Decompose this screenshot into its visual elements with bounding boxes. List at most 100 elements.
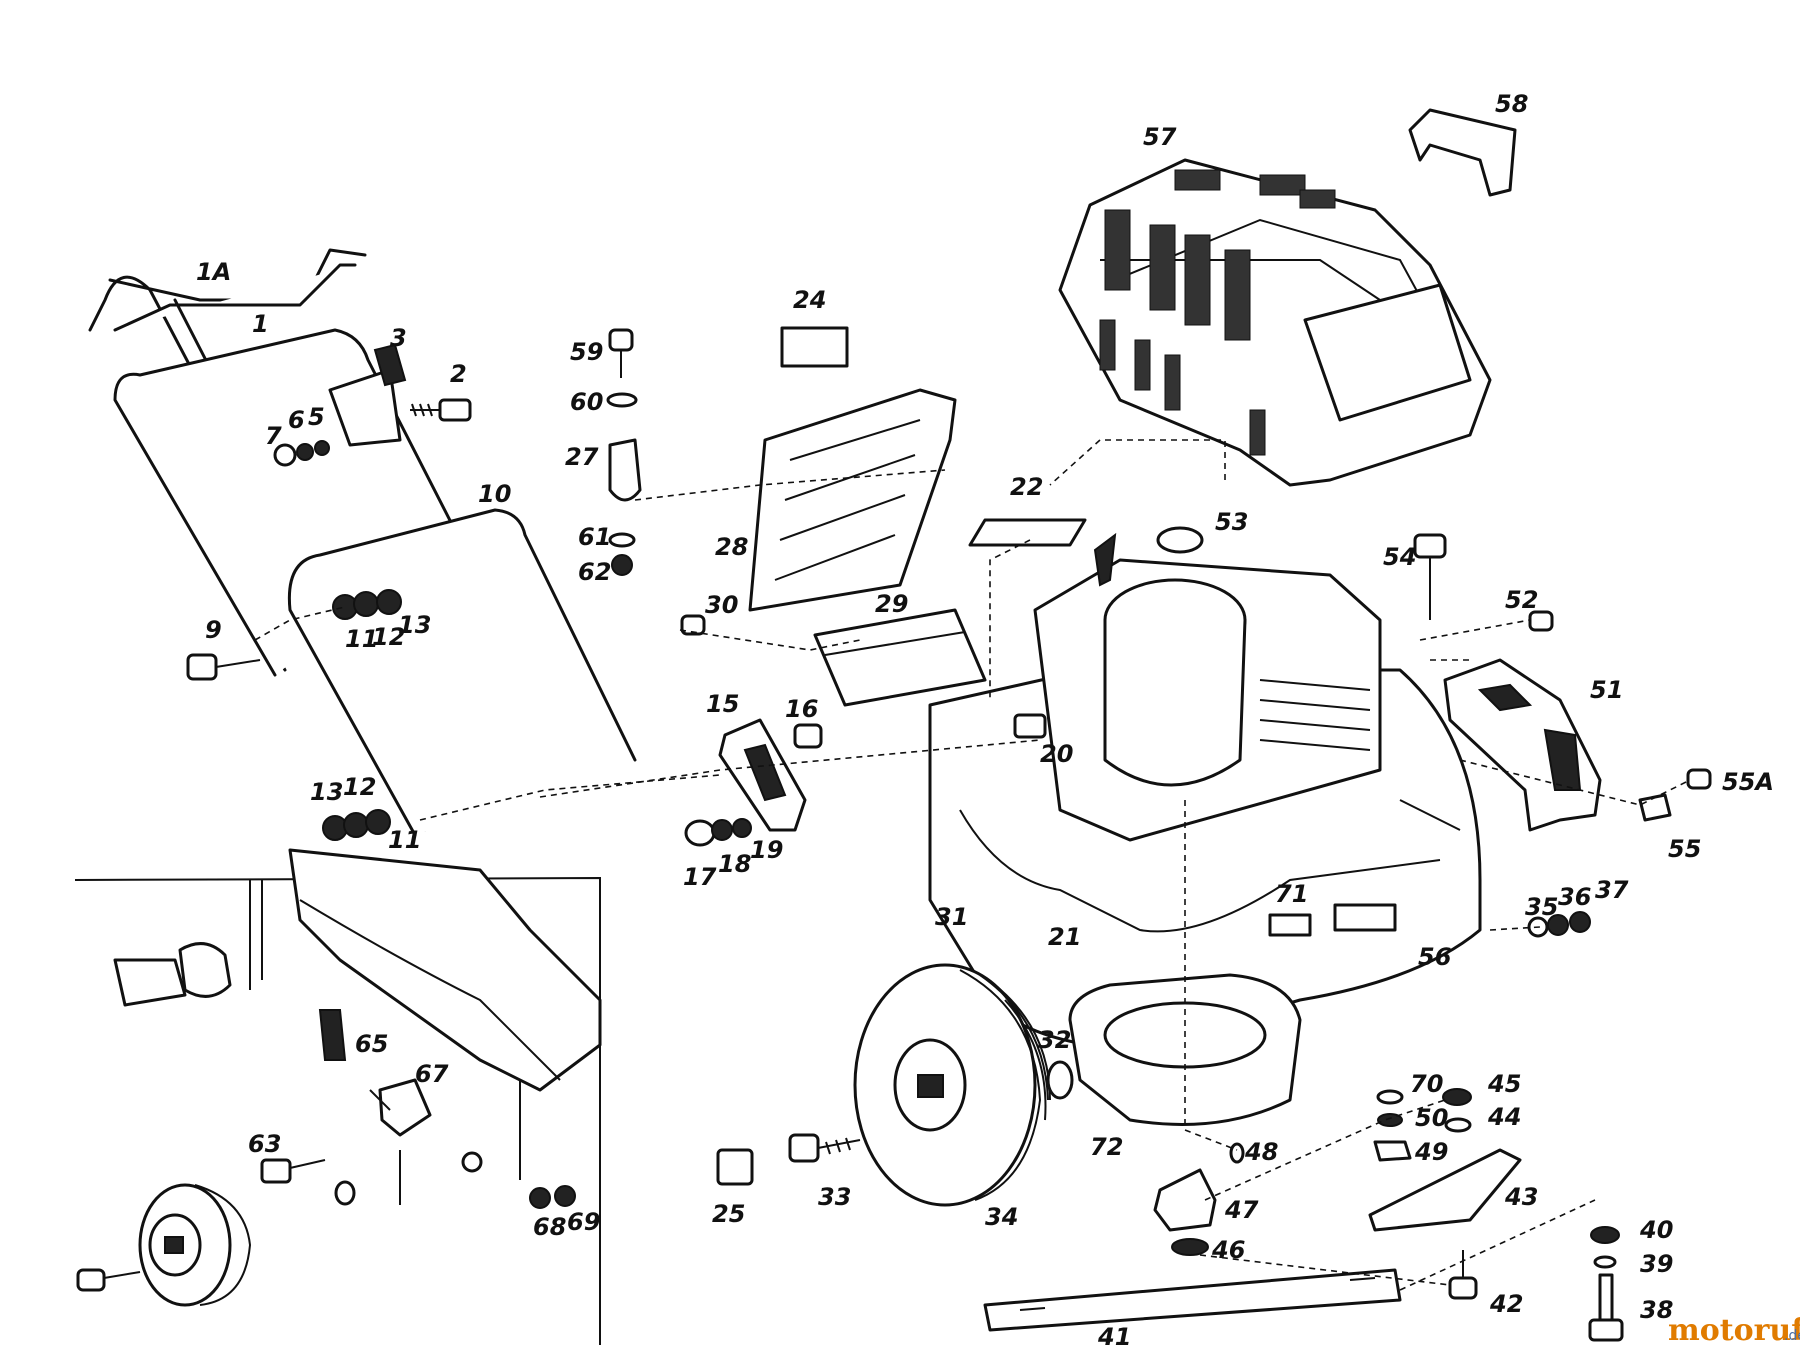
inset-detail-panel	[74, 848, 602, 1345]
callout-13-upper: 13	[398, 611, 431, 639]
washer-60	[606, 392, 638, 408]
callout-45: 45	[1487, 1070, 1521, 1098]
label-56	[1333, 903, 1397, 932]
leader-lines	[254, 439, 1691, 1291]
label-22	[968, 518, 1087, 547]
callout-55A: 55A	[1722, 768, 1774, 796]
callout-68: 68	[533, 1213, 566, 1241]
screw-42	[1448, 1250, 1478, 1300]
callout-20: 20	[1040, 740, 1073, 768]
spacer-32	[1046, 1060, 1074, 1100]
axle-bolt-33	[788, 1133, 861, 1163]
callout-60: 60	[570, 388, 603, 416]
callout-69: 69	[567, 1208, 600, 1236]
callout-21: 21	[1048, 923, 1081, 951]
screw-55A	[1686, 768, 1712, 790]
lower-handle-10	[287, 508, 637, 837]
parts-70-50-49	[1373, 1089, 1412, 1162]
callout-46: 46	[1211, 1236, 1245, 1264]
spring-27	[608, 438, 642, 502]
callout-40: 40	[1639, 1216, 1673, 1244]
callout-11-lower: 11	[388, 826, 421, 854]
callout-15: 15	[706, 690, 739, 718]
callout-54: 54	[1383, 543, 1416, 571]
bracket-55	[1638, 793, 1672, 822]
pin-48	[1229, 1142, 1245, 1164]
bolt-2	[410, 398, 472, 422]
bolt-54	[1413, 533, 1447, 620]
axle-bracket-51	[1443, 658, 1602, 832]
watermark: motoruf .de	[1668, 1313, 1800, 1345]
handle-bracket-15	[718, 718, 807, 832]
callout-30: 30	[705, 591, 738, 619]
callout-63: 63	[248, 1130, 281, 1158]
callout-12-upper: 12	[372, 623, 405, 651]
callout-2: 2	[450, 360, 467, 388]
callout-58: 58	[1495, 90, 1528, 118]
callout-5: 5	[308, 403, 325, 431]
washers-61-62	[608, 532, 636, 576]
knobs-11-12-13-upper	[332, 589, 402, 620]
label-24	[780, 326, 849, 368]
watermark-brand: motoruf	[1668, 1313, 1800, 1345]
washers-40-39	[1590, 1226, 1620, 1269]
bolt-9	[186, 653, 261, 681]
callout-59: 59	[570, 338, 603, 366]
callout-48: 48	[1244, 1138, 1278, 1166]
screw-30	[680, 614, 706, 636]
callout-53: 53	[1215, 508, 1248, 536]
callout-6: 6	[288, 406, 305, 434]
callout-3: 3	[390, 324, 407, 352]
parts-17-18-19	[684, 818, 752, 847]
callout-50: 50	[1415, 1104, 1448, 1132]
callout-65: 65	[355, 1030, 388, 1058]
screw-52	[1528, 610, 1554, 632]
callout-52: 52	[1505, 586, 1538, 614]
callout-1A: 1A	[196, 258, 231, 286]
callout-13-lower: 13	[310, 778, 343, 806]
grass-catcher-57	[1058, 158, 1492, 487]
callout-16: 16	[785, 695, 818, 723]
parts-45-44	[1442, 1088, 1472, 1133]
callout-42: 42	[1489, 1290, 1523, 1318]
callout-28: 28	[715, 533, 748, 561]
callout-24: 24	[793, 286, 826, 314]
callout-9: 9	[205, 616, 222, 644]
callout-39: 39	[1640, 1250, 1673, 1278]
callout-61: 61	[578, 523, 611, 551]
callout-62: 62	[578, 558, 611, 586]
callout-32: 32	[1038, 1026, 1071, 1054]
callout-37: 37	[1595, 876, 1629, 904]
label-71	[1268, 913, 1312, 937]
callout-22: 22	[1010, 473, 1043, 501]
callout-72: 72	[1090, 1133, 1123, 1161]
callout-44: 44	[1487, 1103, 1521, 1131]
callout-41: 41	[1097, 1323, 1131, 1345]
callout-36: 36	[1558, 883, 1591, 911]
flap-hinge-29	[813, 608, 987, 707]
callout-29: 29	[875, 590, 908, 618]
blade-adapter-47	[1153, 1168, 1217, 1232]
bolt-38	[1588, 1273, 1624, 1342]
callout-18: 18	[718, 850, 751, 878]
blade-41	[983, 1268, 1402, 1332]
callout-38: 38	[1640, 1296, 1673, 1324]
callout-19: 19	[750, 836, 783, 864]
washer-46	[1171, 1238, 1209, 1256]
engine-53	[1033, 526, 1382, 842]
callout-70: 70	[1410, 1070, 1443, 1098]
callout-55: 55	[1668, 835, 1701, 863]
callout-35: 35	[1525, 893, 1558, 921]
callout-56: 56	[1418, 943, 1451, 971]
screw-16	[793, 723, 823, 749]
washers-5-6-7	[273, 440, 330, 467]
handle-clamp-3	[328, 343, 407, 447]
callout-34: 34	[985, 1203, 1018, 1231]
callout-11-upper: 11	[345, 625, 378, 653]
bolt-59	[608, 328, 634, 378]
callout-71: 71	[1275, 880, 1308, 908]
callout-10: 10	[478, 480, 511, 508]
callout-31: 31	[935, 903, 968, 931]
callout-67: 67	[415, 1060, 449, 1088]
